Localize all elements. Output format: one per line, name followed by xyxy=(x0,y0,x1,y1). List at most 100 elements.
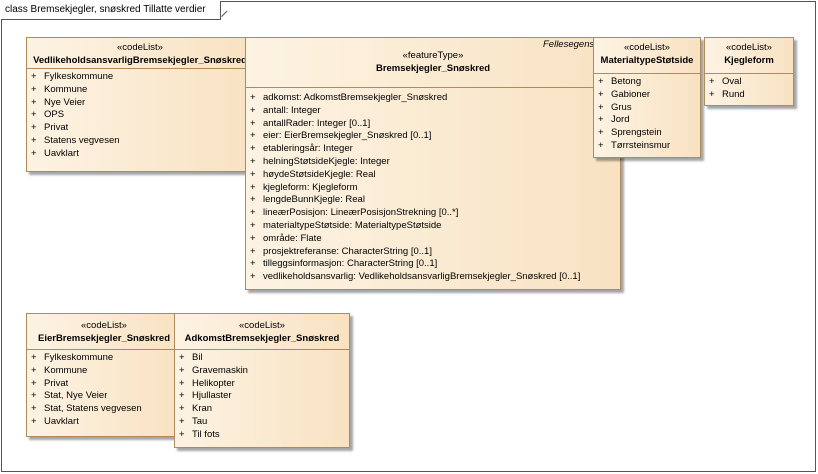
stereotype-label: «codeList» xyxy=(239,320,285,331)
item-label: Grus xyxy=(611,101,632,113)
visibility-marker: + xyxy=(250,155,256,167)
list-item: + Privat xyxy=(27,378,181,391)
list-item: + Nye Veier xyxy=(27,97,253,110)
visibility-marker: + xyxy=(179,377,185,389)
list-item: +materialtypeStøtside: MaterialtypeStøts… xyxy=(246,220,620,233)
item-label: lineærPosisjon: LineærPosisjonStrekning … xyxy=(263,207,459,219)
item-label: Jord xyxy=(611,114,630,126)
class-materialtype-stotside[interactable]: «codeList» MaterialtypeStøtside +Betong+… xyxy=(593,37,701,158)
list-item: +Gravemaskin xyxy=(175,365,349,378)
item-label: kjegleform: Kjegleform xyxy=(263,181,358,193)
visibility-marker: + xyxy=(31,71,37,82)
visibility-marker: + xyxy=(250,181,256,193)
item-label: OPS xyxy=(44,109,65,121)
list-item: +Oval xyxy=(705,76,793,89)
list-item: + Kran xyxy=(175,403,349,416)
list-item: + kjegleform: Kjegleform xyxy=(246,182,620,195)
list-item: +etableringsår: Integer xyxy=(246,143,620,156)
visibility-marker: + xyxy=(179,415,185,427)
stereotype-label: «codeList» xyxy=(726,42,772,53)
visibility-marker: + xyxy=(179,428,185,440)
visibility-marker: + xyxy=(31,352,37,363)
class-adkomst-bremsekjegler[interactable]: «codeList» AdkomstBremsekjegler_Snøskred… xyxy=(174,313,350,448)
visibility-marker: + xyxy=(31,96,37,108)
visibility-marker: + xyxy=(250,168,256,180)
list-item: +Jord xyxy=(594,114,700,127)
item-label: Uavklart xyxy=(44,147,79,159)
class-name: MaterialtypeStøtside xyxy=(600,55,694,66)
value-list: +Oval+ Rund xyxy=(705,74,793,102)
visibility-marker: + xyxy=(598,88,604,100)
list-item: +Sprengstein xyxy=(594,127,700,140)
visibility-marker: + xyxy=(709,76,715,87)
item-label: Betong xyxy=(611,76,642,87)
visibility-marker: + xyxy=(179,364,185,376)
item-label: Bil xyxy=(192,352,203,363)
item-label: Kommune xyxy=(44,83,88,95)
item-label: Rund xyxy=(722,88,745,100)
list-item: +Tau xyxy=(175,416,349,429)
visibility-marker: + xyxy=(250,143,256,155)
item-label: vedlikeholdsansvarlig: Vedlikeholdsansva… xyxy=(263,271,581,283)
item-label: Uavklart xyxy=(44,415,79,427)
value-list: +Fylkeskommune+Kommune+Privat+Stat, Nye … xyxy=(27,350,181,429)
item-label: materialtypeStøtside: MaterialtypeStøtsi… xyxy=(263,219,442,231)
item-label: Fylkeskommune xyxy=(44,352,114,363)
visibility-marker: + xyxy=(250,117,256,129)
list-item: +eier: EierBremsekjegler_Snøskred [0..1] xyxy=(246,130,620,143)
visibility-marker: + xyxy=(31,364,37,376)
list-item: + Fylkeskommune xyxy=(27,352,181,365)
visibility-marker: + xyxy=(598,127,604,139)
visibility-marker: + xyxy=(31,122,37,134)
diagram-title: class Bremsekjegler, snøskred Tillatte v… xyxy=(1,1,221,20)
list-item: +helningStøtsideKjegle: Integer xyxy=(246,156,620,169)
class-header: «codeList» AdkomstBremsekjegler_Snøskred xyxy=(175,314,349,350)
class-vedlikeholdsansvarlig[interactable]: «codeList» VedlikeholdsansvarligBremsekj… xyxy=(26,37,254,172)
item-label: Nye Veier xyxy=(44,96,86,108)
visibility-marker: + xyxy=(598,76,604,87)
list-item: +høydeStøtsideKjegle: Real xyxy=(246,169,620,182)
attribute-list: +adkomst: AdkomstBremsekjegler_Snøskred+… xyxy=(246,88,620,284)
list-item: + Betong xyxy=(594,76,700,89)
visibility-marker: + xyxy=(179,403,185,415)
item-label: Privat xyxy=(44,377,69,389)
item-label: prosjektreferanse: CharacterString [0..1… xyxy=(263,245,432,257)
visibility-marker: + xyxy=(31,147,37,159)
item-label: Privat xyxy=(44,122,69,134)
list-item: +lengdeBunnKjegle: Real xyxy=(246,194,620,207)
list-item: +Helikopter xyxy=(175,378,349,391)
list-item: + adkomst: AdkomstBremsekjegler_Snøskred xyxy=(246,92,620,105)
item-label: Tørrsteinsmur xyxy=(611,139,671,151)
item-label: område: Flate xyxy=(263,232,322,244)
list-item: +prosjektreferanse: CharacterString [0..… xyxy=(246,246,620,259)
class-header: «codeList» Kjegleform xyxy=(705,38,793,74)
class-header: Fellesegenskaper «featureType» Bremsekje… xyxy=(246,38,620,88)
item-label: adkomst: AdkomstBremsekjegler_Snøskred xyxy=(263,92,448,103)
item-label: Stat, Nye Veier xyxy=(44,390,108,402)
list-item: +Tørrsteinsmur xyxy=(594,140,700,153)
class-bremsekjegler-snoskred[interactable]: Fellesegenskaper «featureType» Bremsekje… xyxy=(245,37,621,290)
visibility-marker: + xyxy=(31,390,37,402)
list-item: +OPS xyxy=(27,109,253,122)
visibility-marker: + xyxy=(31,377,37,389)
list-item: +Hjullaster xyxy=(175,390,349,403)
visibility-marker: + xyxy=(250,232,256,244)
visibility-marker: + xyxy=(709,88,715,100)
class-header: «codeList» VedlikeholdsansvarligBremsekj… xyxy=(27,38,253,69)
visibility-marker: + xyxy=(250,92,256,103)
list-item: +Fylkeskommune xyxy=(27,71,253,84)
class-name: Kjegleform xyxy=(724,55,774,66)
item-label: Kran xyxy=(192,403,213,415)
class-kjegleform[interactable]: «codeList» Kjegleform +Oval+ Rund xyxy=(704,37,794,106)
class-name: EierBremsekjegler_Snøskred xyxy=(37,333,171,344)
visibility-marker: + xyxy=(179,352,185,363)
list-item: + Kommune xyxy=(27,84,253,97)
list-item: +tilleggsinformasjon: CharacterString [0… xyxy=(246,258,620,271)
list-item: + Privat xyxy=(27,122,253,135)
class-eier-bremsekjegler[interactable]: «codeList» EierBremsekjegler_Snøskred +F… xyxy=(26,313,182,437)
visibility-marker: + xyxy=(31,83,37,95)
list-item: +Gabioner xyxy=(594,89,700,102)
list-item: +vedlikeholdsansvarlig: Vedlikeholdsansv… xyxy=(246,271,620,284)
list-item: +antall: Integer xyxy=(246,105,620,118)
